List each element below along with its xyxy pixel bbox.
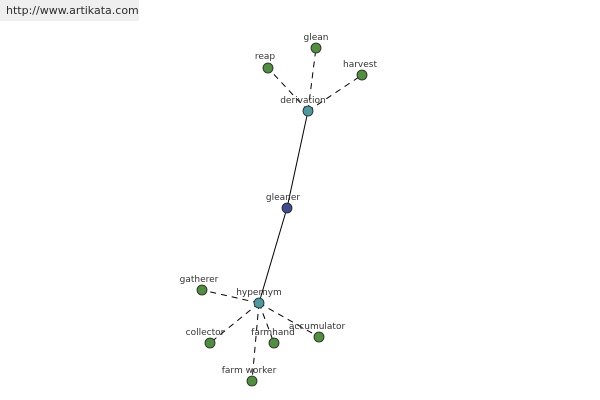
node-label-gatherer: gatherer [180, 275, 219, 285]
node-label-glean: glean [304, 33, 329, 43]
node-circle-gleaner[interactable] [281, 202, 293, 214]
node-derivation[interactable]: derivation [280, 96, 326, 117]
node-reap[interactable]: reap [255, 52, 276, 74]
node-circle-derivation[interactable] [302, 105, 314, 117]
node-circle-hypernym[interactable] [253, 297, 265, 309]
edge-gleaner-derivation [286, 110, 309, 209]
node-label-harvest: harvest [343, 60, 377, 70]
node-farmhand[interactable]: farmhand [251, 328, 295, 349]
edge-hypernym-gatherer [201, 289, 260, 304]
edge-hypernym-farmhand [258, 302, 275, 344]
edge-gleaner-hypernym [258, 207, 288, 304]
node-label-farm-worker: farm worker [222, 366, 277, 376]
node-label-hypernym: hypernym [236, 288, 282, 298]
node-hypernym[interactable]: hypernym [236, 288, 282, 309]
node-circle-gatherer[interactable] [196, 284, 208, 296]
node-circle-collector[interactable] [204, 337, 216, 349]
node-accumulator[interactable]: accumulator [289, 322, 346, 343]
node-farm-worker[interactable]: farm worker [222, 366, 277, 387]
node-label-collector: collector [186, 328, 225, 338]
node-gatherer[interactable]: gatherer [180, 275, 219, 296]
node-glean[interactable]: glean [304, 33, 329, 54]
node-label-farmhand: farmhand [251, 328, 295, 338]
node-label-gleaner: gleaner [266, 193, 301, 203]
node-gleaner[interactable]: gleaner [266, 193, 301, 214]
node-circle-harvest[interactable] [356, 69, 368, 81]
graph-nodes: gleaner derivation hypernym glean reap harves… [180, 33, 377, 387]
watermark-url: http://www.artikata.com [0, 0, 139, 21]
node-circle-glean[interactable] [310, 42, 322, 54]
node-circle-farm-worker[interactable] [246, 375, 258, 387]
graph-edges [201, 47, 363, 382]
node-collector[interactable]: collector [186, 328, 225, 349]
node-harvest[interactable]: harvest [343, 60, 377, 81]
edge-derivation-reap [267, 67, 309, 112]
node-label-derivation: derivation [280, 96, 326, 106]
node-circle-reap[interactable] [262, 62, 274, 74]
edge-hypernym-farm-worker [251, 302, 260, 382]
node-label-accumulator: accumulator [289, 322, 346, 332]
node-circle-farmhand[interactable] [268, 337, 280, 349]
node-label-reap: reap [255, 52, 276, 62]
edge-hypernym-accumulator [258, 302, 320, 338]
node-circle-accumulator[interactable] [313, 331, 325, 343]
